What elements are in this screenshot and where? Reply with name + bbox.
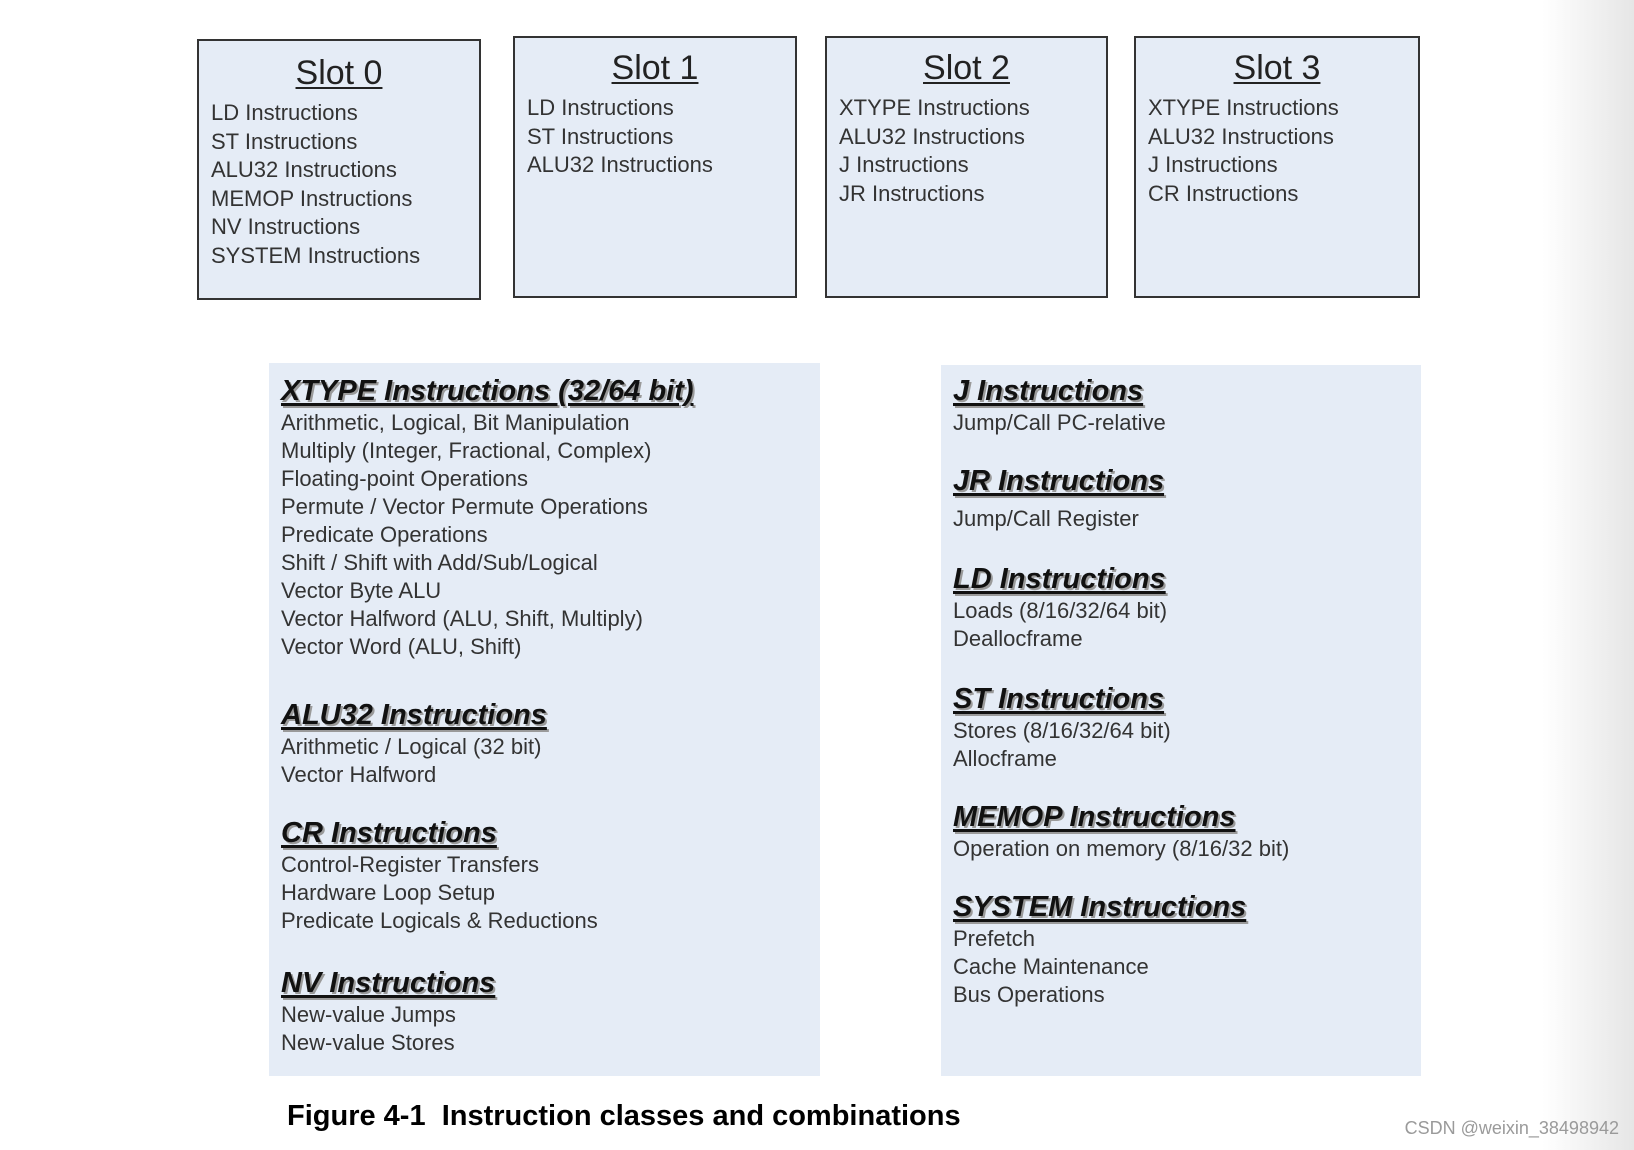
cr-group: CR Instructions Control-Register Transfe…	[281, 815, 808, 935]
slot-2-item: ALU32 Instructions	[839, 123, 1025, 149]
slot-3-item: CR Instructions	[1148, 180, 1299, 206]
memop-group: MEMOP Instructions Operation on memory (…	[953, 799, 1409, 863]
group-item: New-value Stores	[281, 1030, 455, 1055]
group-item: Permute / Vector Permute Operations	[281, 494, 648, 519]
group-item: Bus Operations	[953, 982, 1105, 1007]
group-item: Jump/Call PC-relative	[953, 410, 1166, 435]
group-item: Vector Halfword	[281, 762, 437, 787]
slot-3-title: Slot 3	[1233, 49, 1321, 87]
group-item: Prefetch	[953, 926, 1035, 951]
group-item: New-value Jumps	[281, 1002, 456, 1027]
group-item: Vector Byte ALU	[281, 578, 442, 603]
slot-0-item: MEMOP Instructions	[211, 185, 413, 211]
jr-group: JR Instructions Jump/Call Register	[953, 463, 1409, 533]
group-item: Deallocframe	[953, 626, 1083, 651]
alu32-group: ALU32 Instructions Arithmetic / Logical …	[281, 697, 808, 789]
group-item: Stores (8/16/32/64 bit)	[953, 718, 1171, 743]
watermark: CSDN @weixin_38498942	[1404, 1118, 1619, 1138]
st-group: ST Instructions Stores (8/16/32/64 bit) …	[953, 681, 1409, 773]
page-edge-shadow	[1542, 0, 1634, 1150]
nv-group: NV Instructions New-value Jumps New-valu…	[281, 965, 808, 1057]
slot-3-item: ALU32 Instructions	[1148, 123, 1334, 149]
group-title: XTYPE Instructions (32/64 bit)	[281, 375, 694, 407]
group-item: Cache Maintenance	[953, 954, 1149, 979]
group-item: Loads (8/16/32/64 bit)	[953, 598, 1168, 623]
slot-0-title: Slot 0	[295, 54, 383, 92]
slot-2-box: Slot 2 XTYPE Instructions ALU32 Instruct…	[825, 36, 1108, 298]
slot-0-item: SYSTEM Instructions	[211, 242, 421, 268]
slot-title: Slot 1	[527, 48, 783, 88]
ld-group: LD Instructions Loads (8/16/32/64 bit) D…	[953, 561, 1409, 653]
system-group: SYSTEM Instructions Prefetch Cache Maint…	[953, 889, 1409, 1009]
group-title: JR Instructions	[953, 465, 1165, 497]
group-title: ALU32 Instructions	[281, 699, 547, 731]
group-title: NV Instructions	[281, 967, 496, 999]
slot-3-box: Slot 3 XTYPE Instructions ALU32 Instruct…	[1134, 36, 1420, 298]
group-title: MEMOP Instructions	[953, 801, 1236, 833]
left-detail-panel: XTYPE Instructions (32/64 bit) Arithmeti…	[269, 363, 820, 1076]
slot-2-item: XTYPE Instructions	[839, 95, 1030, 120]
slot-0-item: ST Instructions	[211, 128, 358, 154]
group-title: J Instructions	[953, 375, 1144, 407]
group-item: Arithmetic / Logical (32 bit)	[281, 734, 542, 759]
slot-1-item: LD Instructions	[527, 95, 674, 120]
group-item: Floating-point Operations	[281, 466, 529, 491]
slot-2-item: J Instructions	[839, 152, 969, 177]
figure-caption: Figure 4-1 Instruction classes and combi…	[287, 1100, 961, 1132]
group-item: Vector Halfword (ALU, Shift, Multiply)	[281, 606, 643, 631]
group-item: Jump/Call Register	[953, 506, 1139, 531]
slot-2-title: Slot 2	[923, 49, 1010, 87]
group-item: Arithmetic, Logical, Bit Manipulation	[281, 410, 630, 435]
group-item: Multiply (Integer, Fractional, Complex)	[281, 438, 652, 463]
group-title: CR Instructions	[281, 817, 497, 849]
slot-0-item: NV Instructions	[211, 214, 361, 239]
group-item: Predicate Logicals & Reductions	[281, 908, 598, 933]
slot-3-item: XTYPE Instructions	[1148, 95, 1339, 120]
slot-1-box: Slot 1 LD Instructions ST Instructions A…	[513, 36, 797, 298]
slot-3-item: J Instructions	[1148, 152, 1278, 177]
slot-1-item: ST Instructions	[527, 123, 674, 149]
group-item: Control-Register Transfers	[281, 852, 539, 877]
slot-1-title: Slot 1	[611, 49, 699, 87]
right-detail-panel: J Instructions Jump/Call PC-relative JR …	[941, 365, 1421, 1076]
slot-0-item: LD Instructions	[211, 100, 358, 125]
group-item: Predicate Operations	[281, 522, 488, 547]
slot-0-box: Slot 0 LD Instructions ST Instructions A…	[197, 39, 481, 300]
group-title: ST Instructions	[953, 683, 1165, 715]
slot-title: Slot 0	[211, 53, 467, 93]
j-group: J Instructions Jump/Call PC-relative	[953, 373, 1409, 437]
group-title: LD Instructions	[953, 563, 1166, 595]
slot-title: Slot 2	[839, 48, 1094, 88]
xtype-group: XTYPE Instructions (32/64 bit) Arithmeti…	[281, 373, 808, 661]
group-item: Operation on memory (8/16/32 bit)	[953, 836, 1290, 861]
slot-1-item: ALU32 Instructions	[527, 152, 713, 177]
group-item: Allocframe	[953, 746, 1057, 771]
slot-title: Slot 3	[1148, 48, 1406, 88]
group-item: Shift / Shift with Add/Sub/Logical	[281, 550, 598, 575]
slot-2-item: JR Instructions	[839, 180, 985, 206]
group-item: Vector Word (ALU, Shift)	[281, 634, 522, 659]
group-item: Hardware Loop Setup	[281, 880, 496, 905]
slot-0-item: ALU32 Instructions	[211, 157, 397, 182]
group-title: SYSTEM Instructions	[953, 891, 1247, 923]
